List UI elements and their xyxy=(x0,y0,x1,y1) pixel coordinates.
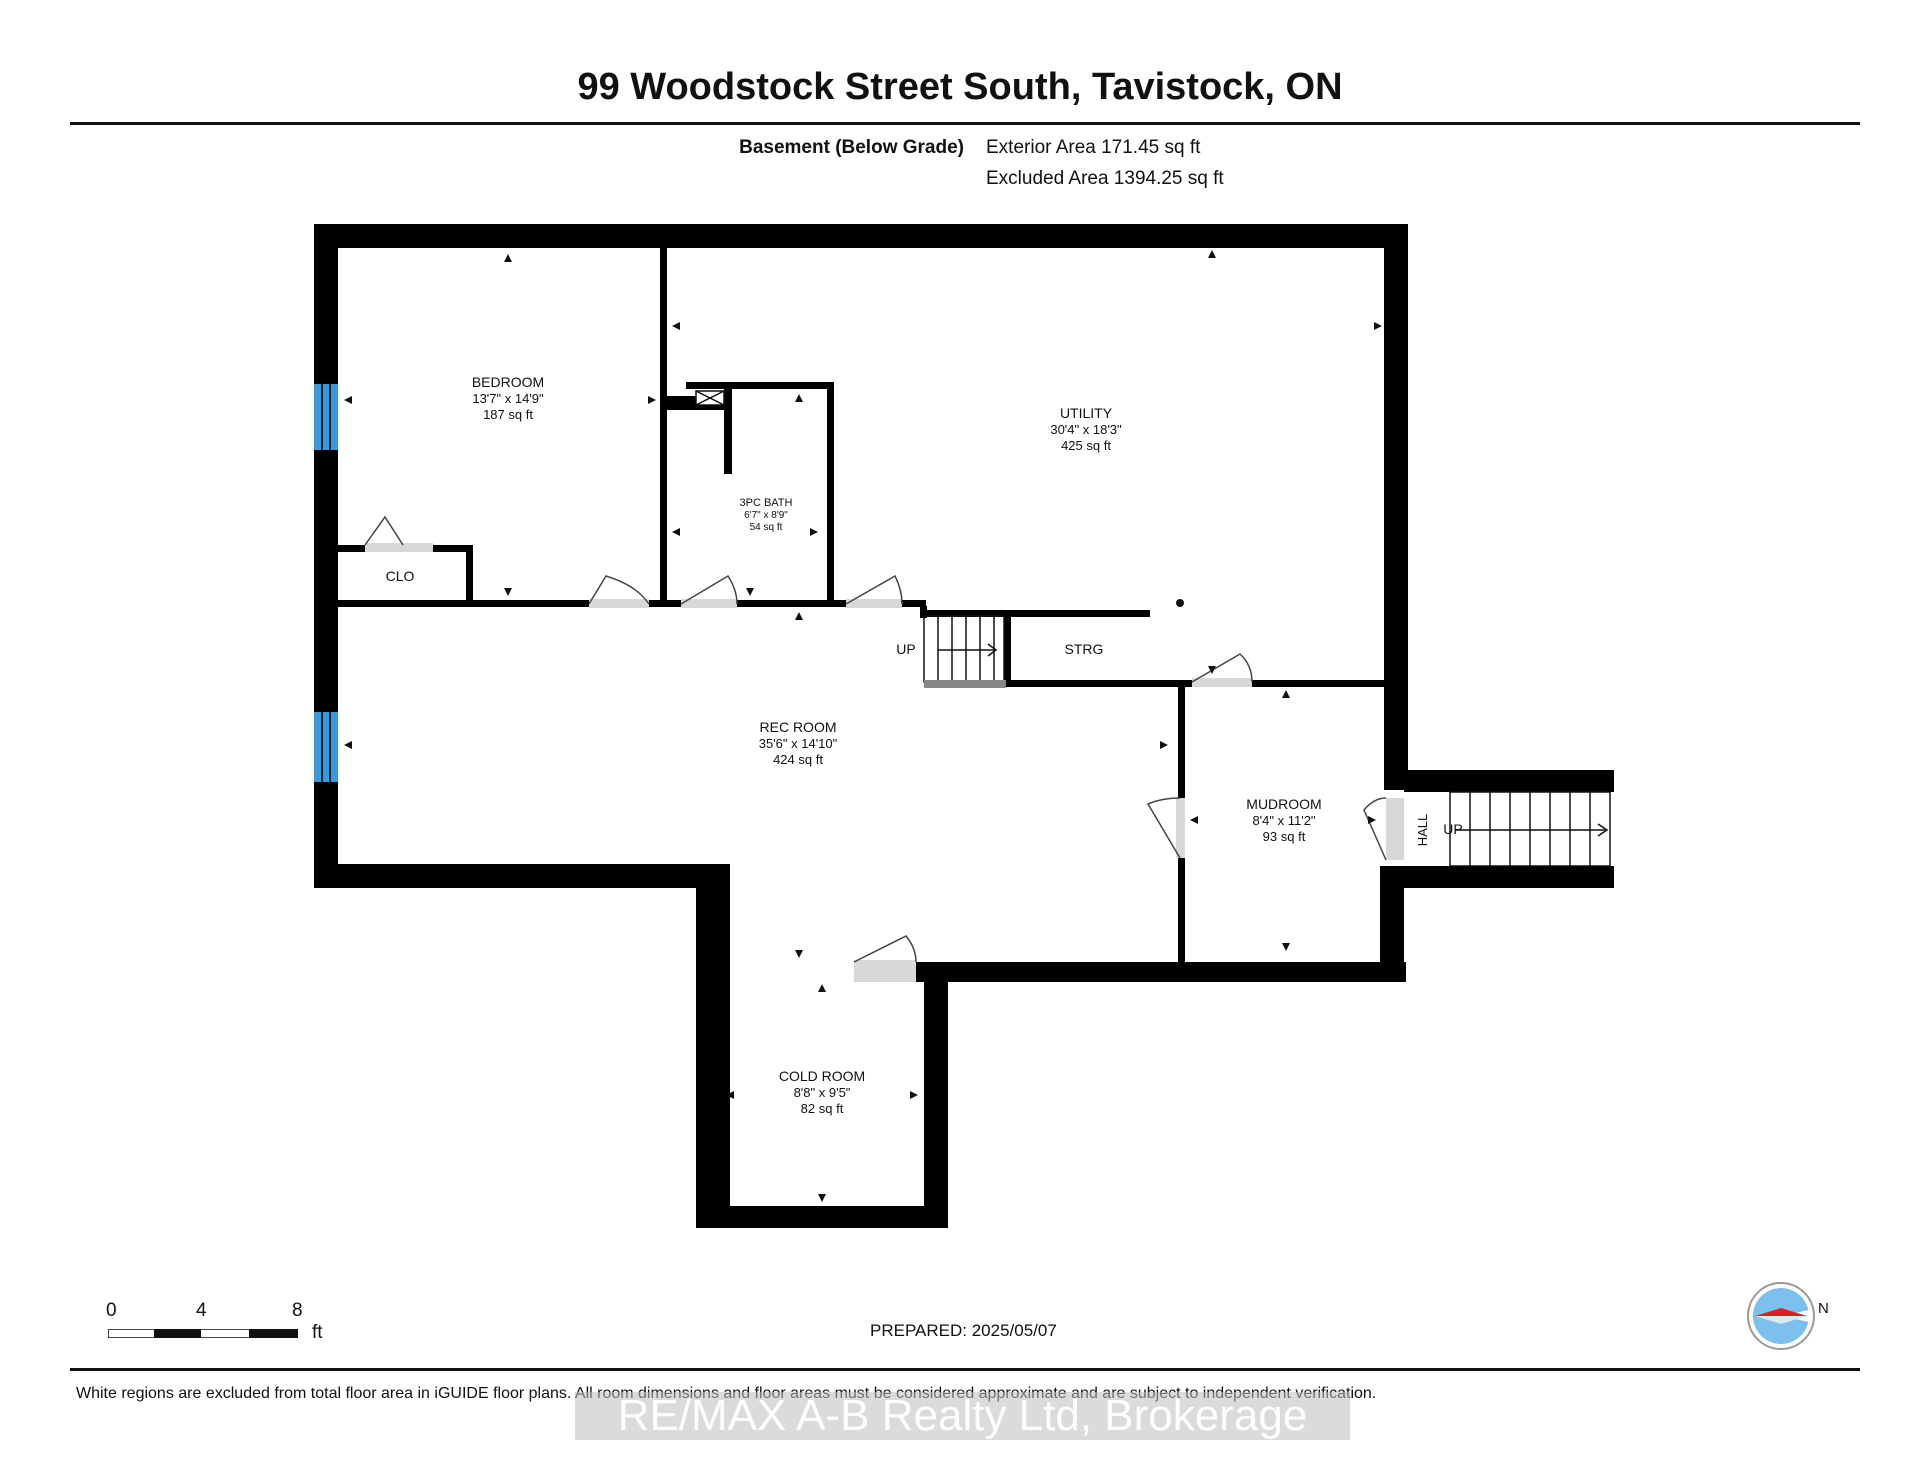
room-rec-room: REC ROOM 35'6" x 14'10" 424 sq ft xyxy=(759,719,838,767)
scale-unit-label: ft xyxy=(312,1322,323,1343)
exterior-stairs xyxy=(1449,791,1611,867)
bath-area: 54 sq ft xyxy=(750,522,783,533)
room-utility: UTILITY 30'4" x 18'3" 425 sq ft xyxy=(1050,405,1122,453)
cold-room-name: COLD ROOM xyxy=(779,1068,865,1084)
room-mudroom: MUDROOM 8'4" x 11'2" 93 sq ft xyxy=(1246,796,1321,844)
bedroom-window xyxy=(314,384,338,450)
doors xyxy=(364,515,1404,982)
compass-north-label: N xyxy=(1818,1300,1829,1317)
windows xyxy=(314,384,338,782)
bedroom-name: BEDROOM xyxy=(472,374,544,390)
bedroom-area: 187 sq ft xyxy=(483,407,533,422)
header-divider xyxy=(70,122,1860,125)
rec-room-dims: 35'6" x 14'10" xyxy=(759,736,838,751)
prepared-date: PREPARED: 2025/05/07 xyxy=(870,1321,1057,1340)
stairs-up-label: UP xyxy=(896,641,915,657)
mudroom-name: MUDROOM xyxy=(1246,796,1321,812)
dimension-markers xyxy=(344,250,1382,1202)
floor-label: Basement (Below Grade) xyxy=(739,137,964,158)
excluded-area: Excluded Area 1394.25 sq ft xyxy=(986,168,1224,189)
utility-dims: 30'4" x 18'3" xyxy=(1050,422,1122,437)
storage-label: STRG xyxy=(1065,641,1104,657)
plan-title: 99 Woodstock Street South, Tavistock, ON xyxy=(577,66,1343,108)
exterior-area: Exterior Area 171.45 sq ft xyxy=(986,137,1201,158)
mudroom-area: 93 sq ft xyxy=(1263,829,1306,844)
exterior-walls xyxy=(314,224,1614,1228)
mudroom-dims: 8'4" x 11'2" xyxy=(1252,813,1315,828)
room-cold-room: COLD ROOM 8'8" x 9'5" 82 sq ft xyxy=(779,1068,865,1116)
interior-stairs xyxy=(923,615,1006,688)
bath-name: 3PC BATH xyxy=(740,497,793,509)
cold-room-area: 82 sq ft xyxy=(801,1101,844,1116)
scale-zero-label: 0 xyxy=(106,1300,117,1321)
rec-room-window xyxy=(314,712,338,782)
bath-vent-icon xyxy=(695,390,725,406)
room-bath: 3PC BATH 6'7" x 8'9" 54 sq ft xyxy=(740,497,793,533)
utility-area: 425 sq ft xyxy=(1061,438,1111,453)
compass-icon xyxy=(1747,1282,1815,1350)
scale-mid-label: 4 xyxy=(196,1300,207,1321)
scale-max-label: 8 xyxy=(292,1300,303,1321)
rec-room-name: REC ROOM xyxy=(760,719,837,735)
floor-drain-icon xyxy=(1176,599,1184,607)
footer-divider xyxy=(70,1368,1860,1371)
scale-bar xyxy=(108,1329,298,1338)
bedroom-dims: 13'7" x 14'9" xyxy=(472,391,544,406)
hall-label: HALL xyxy=(1415,814,1430,847)
utility-name: UTILITY xyxy=(1060,405,1113,421)
cold-room-dims: 8'8" x 9'5" xyxy=(794,1085,851,1100)
bath-dims: 6'7" x 8'9" xyxy=(744,510,788,521)
rec-room-area: 424 sq ft xyxy=(773,752,823,767)
exterior-stairs-up-label: UP xyxy=(1443,821,1462,837)
brokerage-watermark: RE/MAX A-B Realty Ltd, Brokerage xyxy=(575,1392,1350,1440)
room-bedroom: BEDROOM 13'7" x 14'9" 187 sq ft xyxy=(472,374,544,422)
closet-label: CLO xyxy=(386,568,415,584)
